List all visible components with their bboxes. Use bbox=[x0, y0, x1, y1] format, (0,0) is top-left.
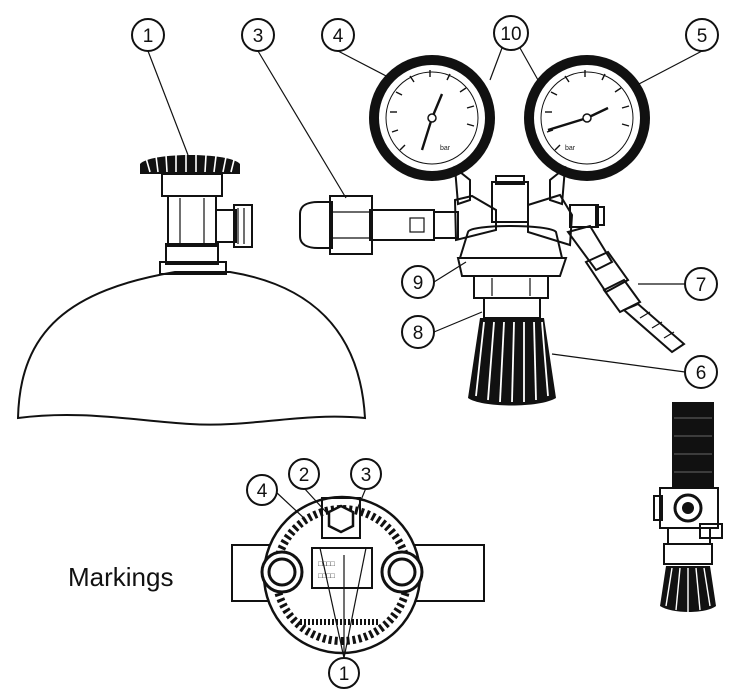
markings-label: Markings bbox=[68, 562, 173, 592]
callout-10-top: 10 bbox=[493, 15, 529, 51]
callout-8-top: 8 bbox=[401, 315, 435, 349]
callout-2-bottom: 2 bbox=[288, 458, 320, 490]
callout-1-top: 1 bbox=[131, 18, 165, 52]
gas-cylinder bbox=[16, 271, 367, 426]
right-pressure-gauge: bar bbox=[524, 55, 650, 181]
valve-handwheel bbox=[140, 154, 240, 174]
cylinder-valve bbox=[159, 173, 253, 275]
callout-4-bottom-label: 4 bbox=[257, 481, 268, 502]
callout-4-top-label: 4 bbox=[333, 26, 344, 47]
callout-7-top-label: 7 bbox=[696, 275, 707, 296]
callout-6-top-label: 6 bbox=[696, 363, 707, 384]
callout-6-top: 6 bbox=[684, 355, 718, 389]
callout-9-top: 9 bbox=[401, 265, 435, 299]
callout-8-top-label: 8 bbox=[413, 323, 424, 344]
svg-text:□□□□: □□□□ bbox=[318, 573, 336, 580]
svg-text:□□□□: □□□□ bbox=[318, 561, 336, 568]
svg-text:bar: bar bbox=[440, 145, 451, 152]
callout-4-top: 4 bbox=[321, 18, 355, 52]
svg-text:bar: bar bbox=[565, 145, 576, 152]
callout-5-top: 5 bbox=[685, 18, 719, 52]
callout-1-bottom: 1 bbox=[328, 657, 360, 689]
outlet-hose-nozzle bbox=[566, 204, 686, 354]
callout-7-top: 7 bbox=[684, 267, 718, 301]
leader-lines bbox=[147, 47, 703, 659]
regulator-body bbox=[453, 165, 574, 319]
callout-9-top-label: 9 bbox=[413, 273, 424, 294]
pressure-adjusting-knob bbox=[468, 318, 556, 406]
callout-1-bottom-label: 1 bbox=[339, 664, 350, 685]
callout-2-bottom-label: 2 bbox=[299, 465, 310, 486]
callout-10-top-label: 10 bbox=[500, 24, 521, 45]
left-pressure-gauge: bar bbox=[369, 55, 495, 181]
callout-5-top-label: 5 bbox=[697, 26, 708, 47]
cylinder-connection-nut bbox=[299, 195, 459, 255]
callout-3-top-label: 3 bbox=[253, 26, 264, 47]
callout-3-bottom-label: 3 bbox=[361, 465, 372, 486]
callout-4-bottom: 4 bbox=[246, 474, 278, 506]
callout-1-top-label: 1 bbox=[143, 26, 154, 47]
regulator-side-view bbox=[653, 402, 723, 612]
callout-3-top: 3 bbox=[241, 18, 275, 52]
callout-3-bottom: 3 bbox=[350, 458, 382, 490]
valve-top-view: □□□□ □□□□ bbox=[231, 495, 485, 655]
